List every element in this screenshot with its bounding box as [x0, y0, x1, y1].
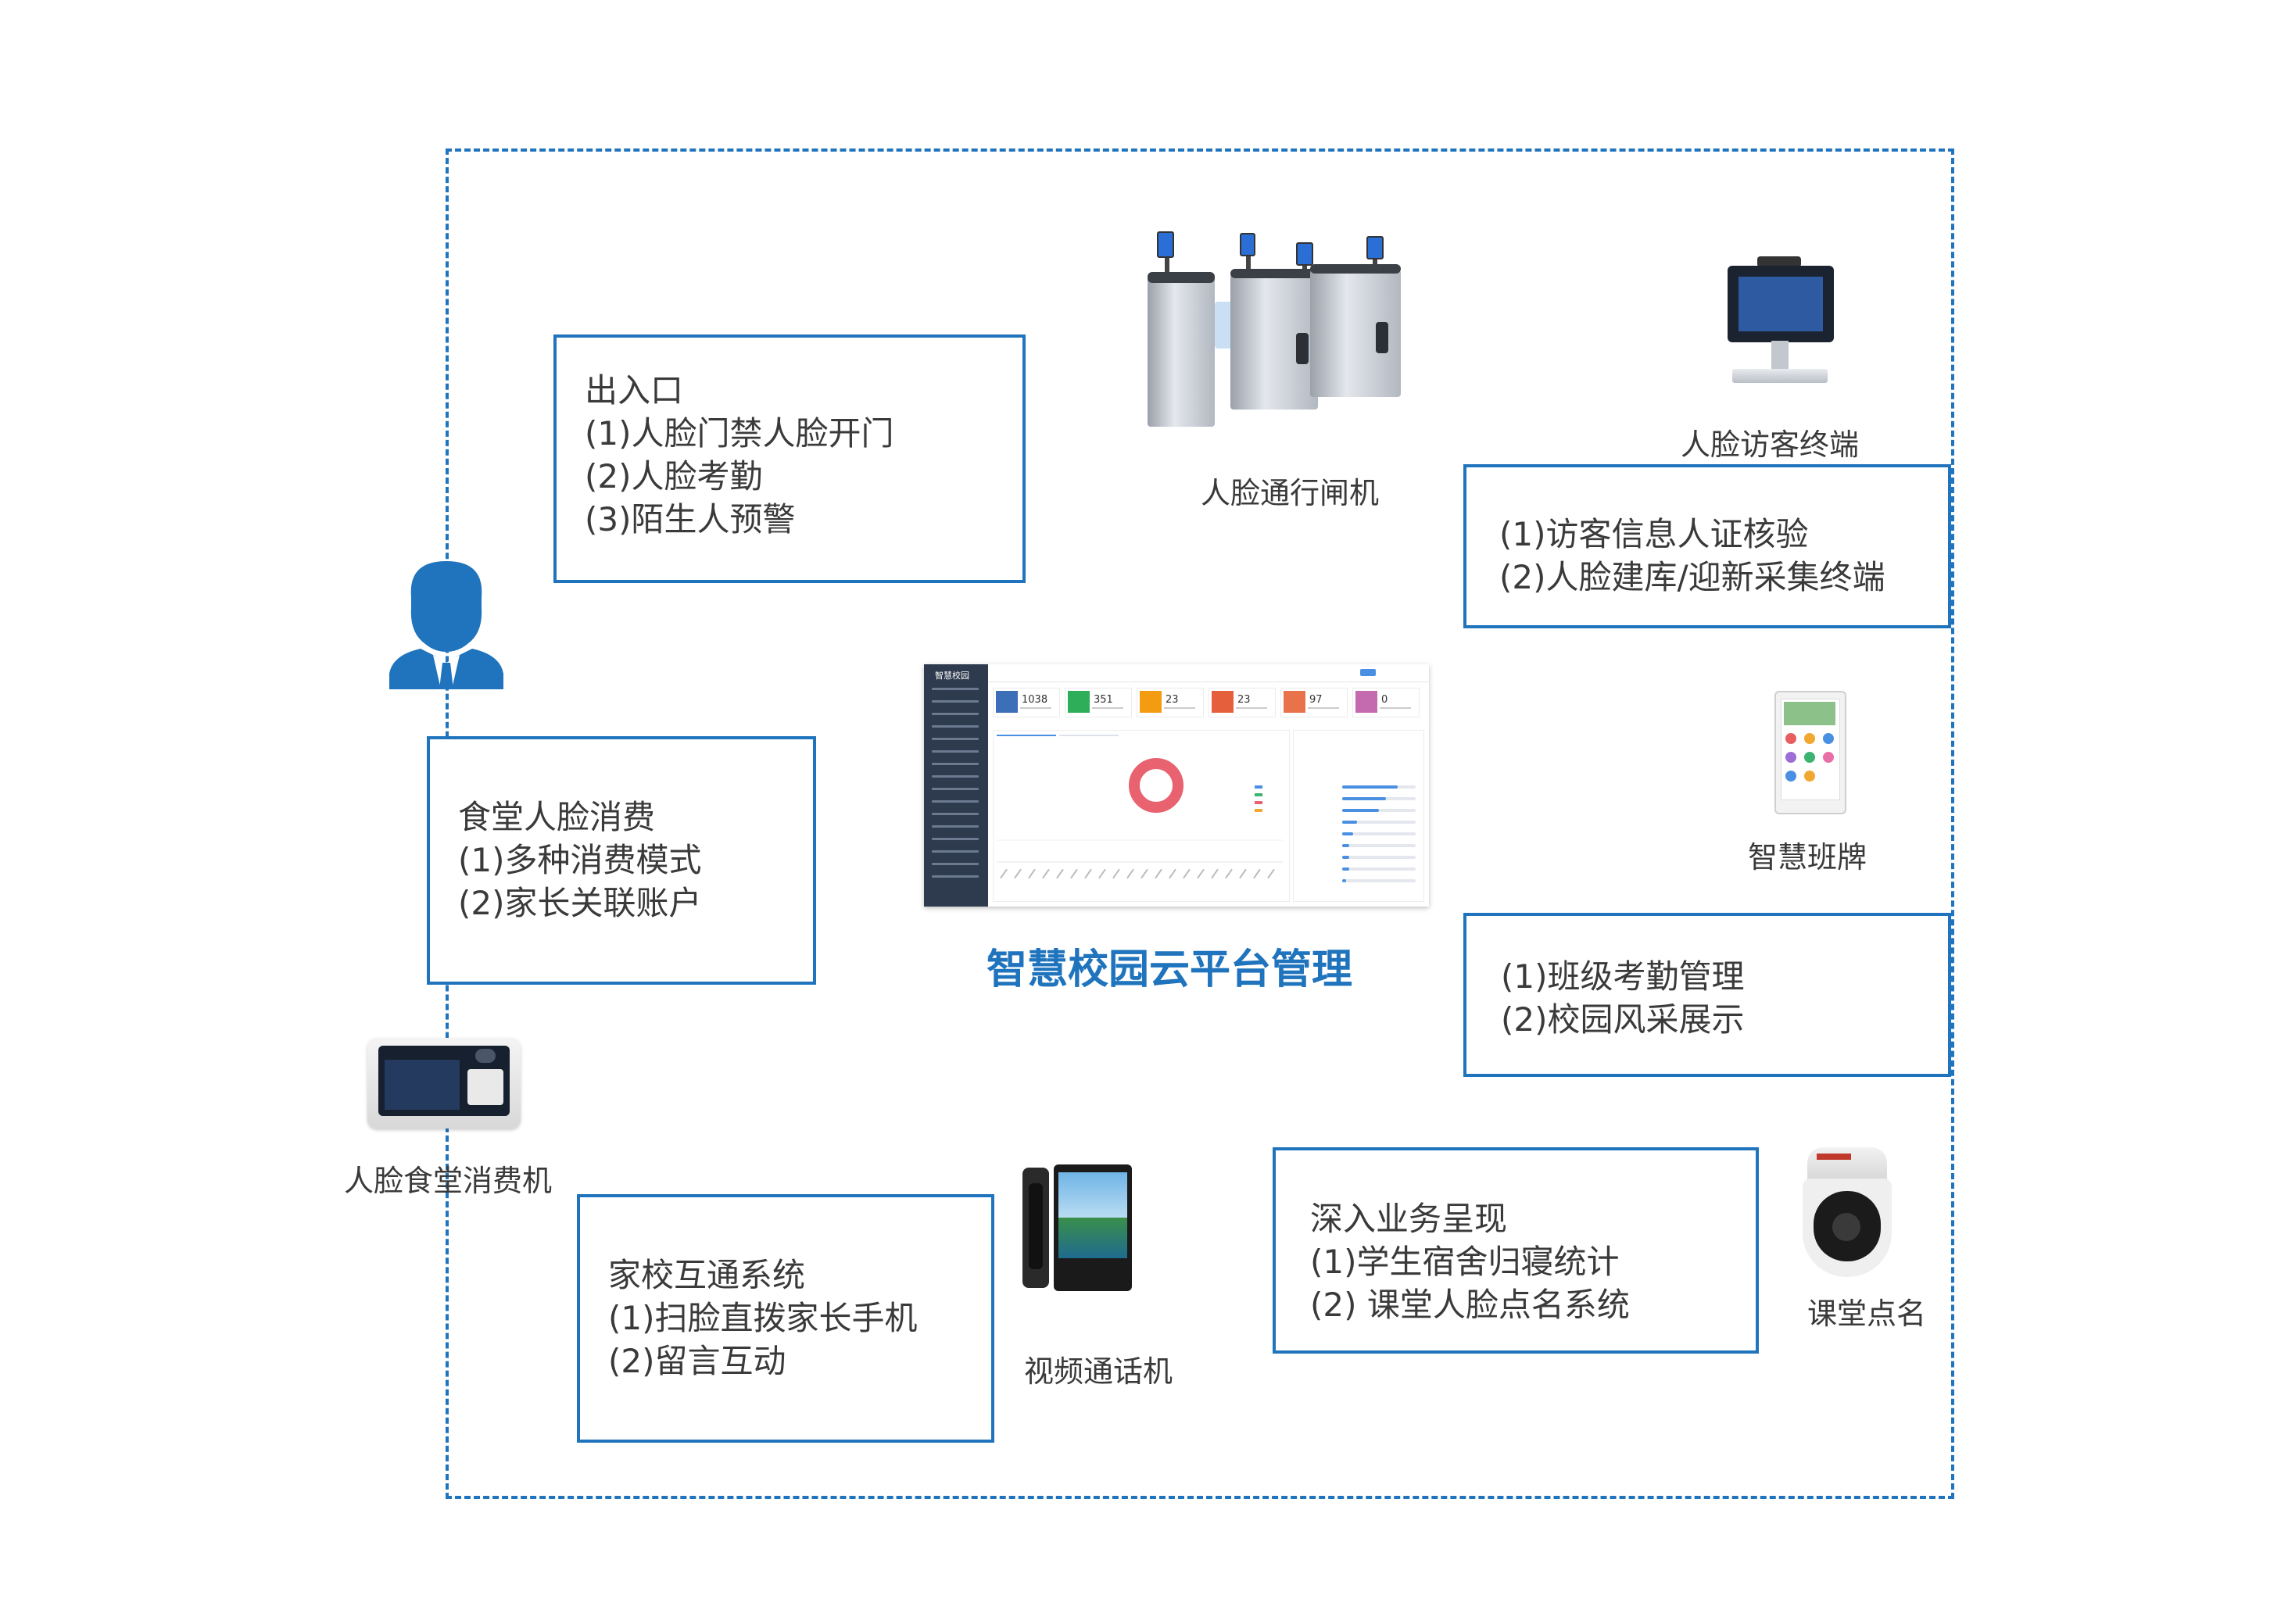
- panel-bar-track: [1342, 809, 1416, 812]
- stat-card-3: 23: [1137, 688, 1204, 717]
- panel-bar-fill: [1342, 867, 1349, 871]
- class-board-feature-box: (1)班级考勤管理 (2)校园风采展示: [1463, 913, 1951, 1077]
- stat-card-2-icon: [1068, 691, 1090, 713]
- panel-bar-fill: [1342, 809, 1379, 812]
- visitor-item-1: (1)访客信息人证核验: [1499, 515, 1809, 553]
- panel-bar-fill: [1342, 821, 1357, 824]
- dashboard-topbar: [988, 664, 1429, 682]
- sidebar-menu-line: [932, 725, 979, 728]
- platform-title: 智慧校园云平台管理: [987, 946, 1353, 993]
- sidebar-menu-line: [932, 838, 979, 840]
- panel-bar-fill: [1342, 785, 1398, 789]
- video-phone-label: 视频通话机: [1024, 1354, 1173, 1389]
- panel-bar-fill: [1342, 879, 1346, 882]
- stat-card-3-icon: [1140, 691, 1162, 713]
- stat-card-6-value: 0: [1381, 694, 1388, 706]
- visitor-item-2: (2)人脸建库/迎新采集终端: [1499, 558, 1885, 596]
- stat-card-4-value: 23: [1237, 694, 1251, 706]
- sidebar-menu-line: [932, 875, 979, 878]
- smart-class-sign-label: 智慧班牌: [1748, 840, 1867, 875]
- canteen-title: 食堂人脸消费: [458, 798, 656, 836]
- panel-bar-track: [1342, 844, 1416, 847]
- entrance-title: 出入口: [585, 371, 684, 410]
- canteen-item-1: (1)多种消费模式: [458, 841, 702, 879]
- stat-card-4-icon: [1212, 691, 1234, 713]
- stat-card-5-value: 97: [1309, 694, 1323, 706]
- entrance-item-3: (3)陌生人预警: [585, 500, 796, 538]
- sidebar-menu-line: [932, 738, 979, 740]
- home-school-item-2: (2)留言互动: [608, 1342, 786, 1380]
- sidebar-menu-line: [932, 813, 979, 815]
- dashboard-sidebar: 智慧校园: [924, 664, 988, 907]
- stat-card-3-value: 23: [1166, 694, 1179, 706]
- user-icon: [389, 561, 503, 689]
- canteen-machine-label: 人脸食堂消费机: [344, 1164, 553, 1198]
- sidebar-menu-line: [932, 850, 979, 853]
- sidebar-menu-line: [932, 688, 979, 690]
- home-school-item-1: (1)扫脸直拨家长手机: [608, 1299, 918, 1337]
- dashboard-logo: 智慧校园: [935, 671, 969, 681]
- stat-card-1: 1038: [993, 688, 1060, 717]
- cloud-platform-dashboard-screenshot: 智慧校园 1038 351 23 23 97 0: [924, 664, 1429, 907]
- visitor-terminal-label: 人脸访客终端: [1681, 427, 1860, 462]
- entrance-item-1: (1)人脸门禁人脸开门: [585, 414, 894, 453]
- panel-bar-track: [1342, 856, 1416, 859]
- home-school-title: 家校互通系统: [608, 1256, 806, 1294]
- face-gate-image: [1133, 231, 1415, 427]
- sidebar-menu-line: [932, 825, 979, 828]
- stat-card-6-icon: [1355, 691, 1377, 713]
- sidebar-menu-line: [932, 863, 979, 865]
- panel-bar-track: [1342, 821, 1416, 824]
- visitor-terminal-image: [1724, 256, 1837, 385]
- canteen-feature-box: 食堂人脸消费 (1)多种消费模式 (2)家长关联账户: [427, 736, 816, 985]
- stat-card-1-icon: [996, 691, 1018, 713]
- video-phone-image: [1022, 1164, 1132, 1291]
- panel-bar-fill: [1342, 797, 1386, 800]
- stat-card-1-value: 1038: [1022, 694, 1048, 706]
- sidebar-menu-line: [932, 700, 979, 703]
- panel-bar-track: [1342, 832, 1416, 835]
- stat-card-2: 351: [1065, 688, 1132, 717]
- sidebar-menu-line: [932, 800, 979, 803]
- class-board-item-1: (1)班级考勤管理: [1501, 957, 1745, 996]
- face-gate-label: 人脸通行闸机: [1201, 476, 1380, 510]
- sidebar-menu-line: [932, 763, 979, 765]
- stat-card-6: 0: [1352, 688, 1420, 717]
- business-feature-box: 深入业务呈现 (1)学生宿舍归寝统计 (2) 课堂人脸点名系统: [1273, 1147, 1759, 1354]
- stat-card-4: 23: [1209, 688, 1276, 717]
- dashboard-right-panel: [1293, 730, 1424, 902]
- class-board-item-2: (2)校园风采展示: [1501, 1000, 1745, 1039]
- entrance-feature-box: 出入口 (1)人脸门禁人脸开门 (2)人脸考勤 (3)陌生人预警: [553, 334, 1026, 583]
- stat-card-2-value: 351: [1094, 694, 1113, 706]
- stat-card-5: 97: [1280, 688, 1348, 717]
- panel-bar-fill: [1342, 844, 1349, 847]
- business-item-1: (1)学生宿舍归寝统计: [1310, 1243, 1620, 1281]
- business-item-2: (2) 课堂人脸点名系统: [1310, 1286, 1630, 1324]
- dashboard-left-panel: [993, 730, 1290, 902]
- business-title: 深入业务呈现: [1310, 1200, 1508, 1238]
- sidebar-menu-line: [932, 775, 979, 778]
- smart-class-sign-image: [1774, 691, 1846, 814]
- panel-bar-track: [1342, 879, 1416, 882]
- sidebar-menu-line: [932, 713, 979, 715]
- sidebar-menu-line: [932, 788, 979, 790]
- canteen-machine-image: [367, 1038, 521, 1129]
- panel-bar-fill: [1342, 856, 1349, 859]
- panel-bar-track: [1342, 867, 1416, 871]
- visitor-feature-box: (1)访客信息人证核验 (2)人脸建库/迎新采集终端: [1463, 464, 1951, 628]
- panel-bar-fill: [1342, 832, 1353, 835]
- roll-call-label: 课堂点名: [1807, 1297, 1927, 1331]
- sidebar-menu-line: [932, 750, 979, 753]
- canteen-item-2: (2)家长关联账户: [458, 884, 702, 922]
- entrance-item-2: (2)人脸考勤: [585, 457, 763, 495]
- roll-call-camera-image: [1801, 1147, 1893, 1277]
- home-school-feature-box: 家校互通系统 (1)扫脸直拨家长手机 (2)留言互动: [577, 1194, 994, 1443]
- stat-card-5-icon: [1284, 691, 1305, 713]
